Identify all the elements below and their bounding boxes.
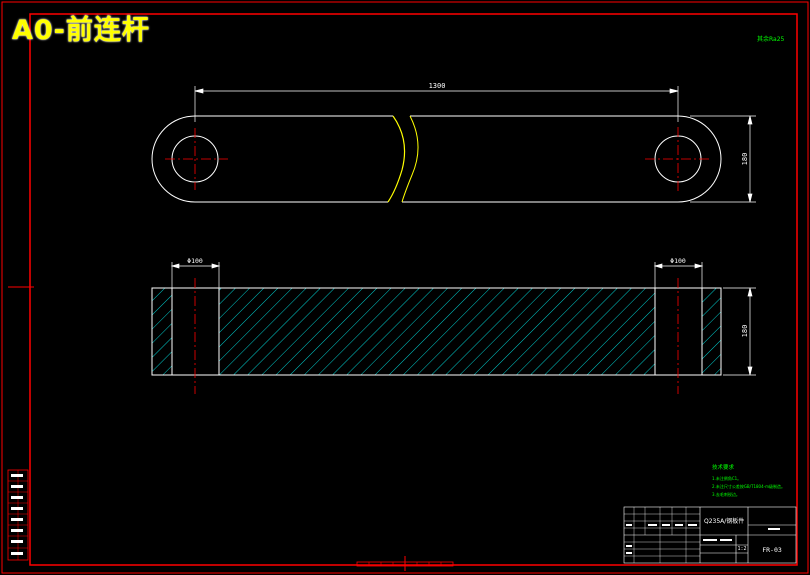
hole-dim-left-label: Φ100 (187, 257, 203, 265)
top-view-left-end (151, 115, 393, 203)
drawing-title: A0-前连杆 (12, 15, 150, 46)
section-hatch-left (152, 288, 172, 375)
top-view-centerlines (165, 127, 712, 191)
hole-dim-left (170, 262, 221, 290)
break-line-left (387, 115, 406, 203)
left-margin-block (7, 469, 29, 561)
tech-line-1: 1.未注倒角C1。 (712, 475, 741, 481)
width-dimension (690, 115, 756, 203)
title-block (623, 506, 797, 564)
thickness-dimension-label: 180 (741, 325, 749, 338)
hole-dim-right-label: Φ100 (670, 257, 686, 265)
tech-line-2: 2.未注尺寸公差按GB/T1804-m级制造。 (712, 483, 785, 489)
scale-label: 1:2 (737, 546, 746, 552)
thickness-dimension (723, 287, 756, 376)
section-outline (151, 287, 722, 376)
hole-dim-right (653, 262, 704, 290)
top-view (151, 115, 722, 203)
break-line-right (401, 115, 419, 203)
bottom-scale-strip (356, 561, 454, 567)
inner-frame (29, 13, 798, 566)
section-hatch-middle (219, 288, 655, 375)
tech-line-3: 3.去毛刺锐边。 (712, 491, 740, 497)
width-dimension-label: 180 (741, 153, 749, 166)
tech-requirements: 技术要求 1.未注倒角C1。 2.未注尺寸公差按GB/T1804-m级制造。 3… (712, 463, 785, 497)
section-hatch-right (702, 288, 721, 375)
title-block-marks (626, 524, 780, 554)
material-label: Q235A/钢板件 (704, 517, 744, 525)
length-dimension (194, 86, 679, 122)
drawing-number: FR-03 (762, 546, 782, 554)
length-dimension-label: 1300 (429, 82, 446, 90)
bottom-scale-ticks (368, 562, 442, 566)
tech-heading: 技术要求 (712, 463, 735, 471)
roughness-note: 其余Ra25 (757, 35, 785, 43)
top-view-right-end (402, 115, 722, 203)
section-view (151, 278, 722, 394)
